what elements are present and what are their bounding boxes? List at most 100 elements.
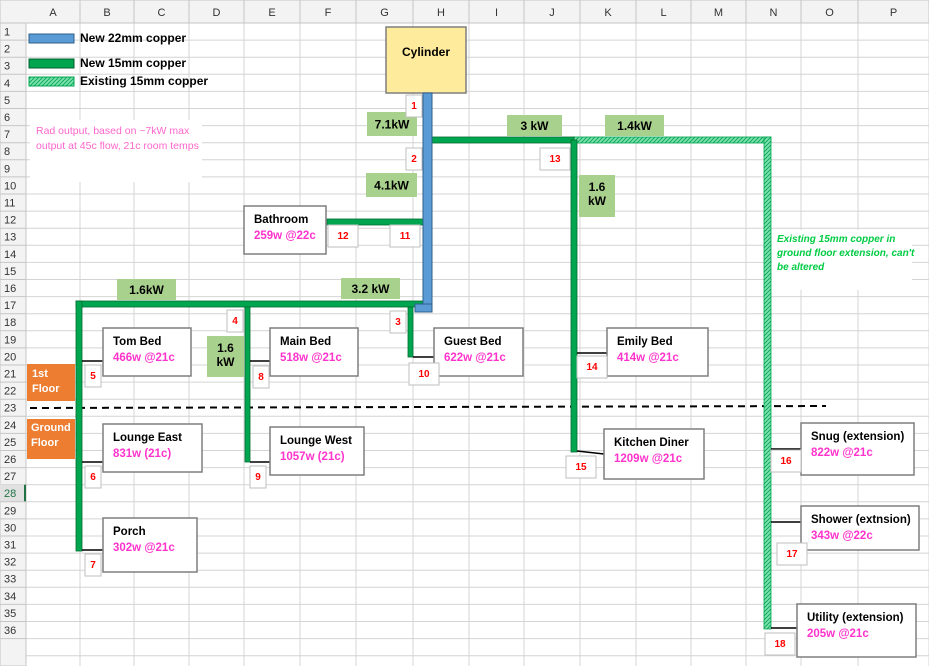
cylinder[interactable]: Cylinder (385, 26, 467, 94)
column-header-i[interactable]: I (495, 7, 498, 19)
svg-text:3 kW: 3 kW (520, 119, 549, 133)
svg-text:1.6: 1.6 (217, 341, 234, 355)
row-header-6[interactable]: 6 (4, 112, 10, 124)
row-header-8[interactable]: 8 (4, 146, 10, 158)
column-header-f[interactable]: F (325, 7, 332, 19)
svg-text:9: 9 (255, 472, 261, 483)
column-header-j[interactable]: J (549, 7, 555, 19)
svg-text:1: 1 (411, 101, 417, 112)
room-name: Guest Bed (444, 336, 502, 348)
column-header-g[interactable]: G (380, 7, 389, 19)
room-output: 518w @21c (280, 352, 342, 364)
row-header-1[interactable]: 1 (4, 27, 10, 39)
room-utility[interactable]: Utility (extension)205w @21c (796, 603, 917, 658)
row-header-20[interactable]: 20 (4, 351, 16, 363)
row-header-10[interactable]: 10 (4, 180, 16, 192)
room-shower[interactable]: Shower (extnsion)343w @22c (800, 505, 920, 551)
room-output: 822w @21c (811, 447, 873, 459)
row-header-28[interactable]: 28 (4, 488, 16, 500)
room-name: Kitchen Diner (614, 437, 689, 449)
row-header-17[interactable]: 17 (4, 300, 16, 312)
legend: New 22mm copper New 15mm copper Existing… (28, 31, 208, 88)
svg-text:10: 10 (418, 369, 430, 380)
row-header-5[interactable]: 5 (4, 95, 10, 107)
room-output: 466w @21c (113, 352, 175, 364)
row-header-30[interactable]: 30 (4, 522, 16, 534)
column-header-o[interactable]: O (825, 7, 834, 19)
row-header-25[interactable]: 25 (4, 437, 16, 449)
row-header-27[interactable]: 27 (4, 471, 16, 483)
column-header-e[interactable]: E (268, 7, 275, 19)
row-header-23[interactable]: 23 (4, 403, 16, 415)
svg-text:15: 15 (575, 462, 587, 473)
svg-text:17: 17 (786, 549, 798, 560)
row-header-36[interactable]: 36 (4, 625, 16, 637)
column-header-d[interactable]: D (213, 7, 221, 19)
room-name: Snug (extension) (811, 431, 904, 443)
room-name: Utility (extension) (807, 612, 904, 624)
column-header-c[interactable]: C (158, 7, 166, 19)
load-1-6kw-left-label: 1.6kW (117, 279, 176, 300)
row-header-7[interactable]: 7 (4, 129, 10, 141)
marker-8: 8 (252, 365, 270, 389)
column-header-b[interactable]: B (103, 7, 110, 19)
new-22mm-pipe-main (422, 92, 433, 313)
load-3-2kw-label: 3.2 kW (341, 278, 400, 299)
legend-22mm-swatch (28, 33, 75, 44)
row-header-2[interactable]: 2 (4, 44, 10, 56)
marker-4: 4 (226, 309, 244, 333)
row-header-34[interactable]: 34 (4, 591, 16, 603)
room-output: 414w @21c (617, 352, 679, 364)
load-7-1kw-label: 7.1kW (367, 112, 417, 136)
svg-text:6: 6 (90, 472, 96, 483)
row-header-3[interactable]: 3 (4, 61, 10, 73)
new-22mm-pipe-stub (414, 303, 433, 313)
row-header-33[interactable]: 33 (4, 574, 16, 586)
row-header-16[interactable]: 16 (4, 283, 16, 295)
room-name: Porch (113, 526, 146, 538)
column-header-a[interactable]: A (49, 7, 57, 19)
svg-text:7.1kW: 7.1kW (375, 118, 410, 132)
marker-5: 5 (84, 364, 102, 388)
row-header-12[interactable]: 12 (4, 215, 16, 227)
existing-pipe-horizontal (572, 136, 772, 144)
row-header-14[interactable]: 14 (4, 249, 16, 261)
row-header-22[interactable]: 22 (4, 386, 16, 398)
row-header-13[interactable]: 13 (4, 232, 16, 244)
row-header-24[interactable]: 24 (4, 420, 16, 432)
row-header-19[interactable]: 19 (4, 334, 16, 346)
room-snug[interactable]: Snug (extension) 822w @21c (800, 422, 915, 476)
column-header-k[interactable]: K (604, 7, 612, 19)
existing-copper-note: Existing 15mm copper in ground floor ext… (777, 234, 915, 273)
row-header-9[interactable]: 9 (4, 163, 10, 175)
column-header-n[interactable]: N (770, 7, 778, 19)
svg-text:1.4kW: 1.4kW (617, 119, 652, 133)
row-header-11[interactable]: 11 (4, 198, 15, 210)
row-header-15[interactable]: 15 (4, 266, 16, 278)
row-header-35[interactable]: 35 (4, 608, 16, 620)
legend-15mm-swatch (28, 58, 75, 69)
room-output: 343w @22c (811, 530, 873, 542)
row-header-26[interactable]: 26 (4, 454, 16, 466)
column-header-h[interactable]: H (437, 7, 445, 19)
column-header-l[interactable]: L (660, 7, 666, 19)
marker-3: 3 (389, 310, 407, 334)
row-header-32[interactable]: 32 (4, 557, 16, 569)
row-header-18[interactable]: 18 (4, 317, 16, 329)
row-header-21[interactable]: 21 (4, 369, 16, 381)
column-header-p[interactable]: P (890, 7, 897, 19)
row-header-31[interactable]: 31 (4, 540, 16, 552)
row-header-4[interactable]: 4 (4, 78, 10, 90)
column-header-m[interactable]: M (714, 7, 723, 19)
row-header-29[interactable]: 29 (4, 505, 16, 517)
